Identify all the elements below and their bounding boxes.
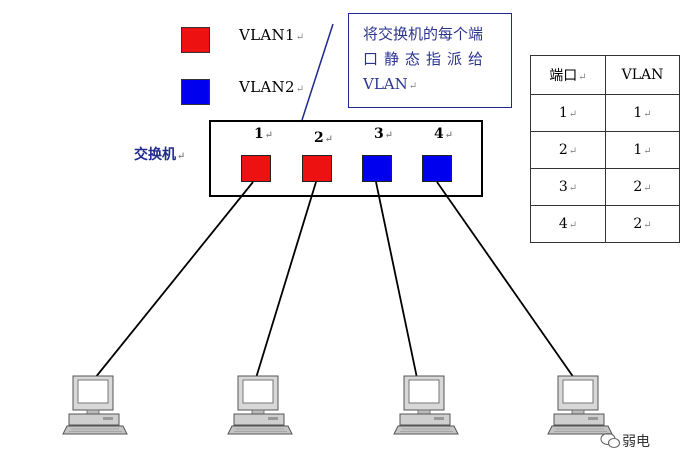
callout-pointer-line bbox=[301, 23, 334, 121]
table-cell-port: 4↵ bbox=[530, 205, 606, 243]
switch-port-3 bbox=[362, 155, 392, 182]
switch-box bbox=[209, 120, 483, 197]
table-cell-vlan: 2↵ bbox=[605, 168, 680, 206]
table-header-port: 端口↵ bbox=[530, 55, 606, 95]
callout-line-2: 口静态指派给 bbox=[363, 50, 490, 68]
table-row: 4↵ 2↵ bbox=[530, 205, 680, 243]
desktop-computer-icon bbox=[547, 375, 613, 435]
table-cell-port: 1↵ bbox=[530, 94, 606, 132]
cable-port-3 bbox=[375, 181, 418, 379]
table-cell-port: 3↵ bbox=[530, 168, 606, 206]
vlan2-legend-swatch bbox=[181, 79, 210, 105]
callout-box: 将交换机的每个端 口静态指派给 VLAN↵ bbox=[348, 13, 512, 108]
table-row: 1↵ 1↵ bbox=[530, 94, 680, 132]
table-cell-vlan: 2↵ bbox=[605, 205, 680, 243]
wechat-icon bbox=[600, 432, 621, 449]
table-cell-port: 2↵ bbox=[530, 131, 606, 169]
vlan1-legend-label: VLAN1↵ bbox=[239, 26, 305, 44]
port-number-1: 1↵ bbox=[254, 126, 274, 142]
table-header-row: 端口↵ VLAN bbox=[530, 55, 680, 95]
watermark-text: 弱电 bbox=[622, 434, 650, 450]
cable-port-2 bbox=[255, 181, 317, 379]
table-header-vlan: VLAN bbox=[605, 55, 680, 95]
desktop-computer-icon bbox=[393, 375, 459, 435]
cable-port-4 bbox=[436, 181, 575, 379]
vlan2-legend-label: VLAN2↵ bbox=[239, 78, 305, 96]
desktop-computer-icon bbox=[227, 375, 293, 435]
port-number-4: 4↵ bbox=[434, 126, 454, 142]
callout-line-3: VLAN↵ bbox=[363, 75, 418, 93]
callout-line-1: 将交换机的每个端 bbox=[363, 25, 484, 43]
vlan1-legend-swatch bbox=[181, 27, 210, 53]
port-vlan-table: 端口↵ VLAN 1↵ 1↵ 2↵ 1↵ 3↵ 2↵ 4↵ 2↵ bbox=[530, 55, 680, 243]
port-number-2: 2↵ bbox=[314, 130, 334, 146]
table-row: 3↵ 2↵ bbox=[530, 168, 680, 206]
port-number-3: 3↵ bbox=[374, 126, 394, 142]
table-cell-vlan: 1↵ bbox=[605, 94, 680, 132]
switch-label: 交换机↵ bbox=[134, 147, 186, 163]
cable-port-1 bbox=[94, 181, 254, 379]
switch-port-2 bbox=[302, 155, 332, 182]
table-cell-vlan: 1↵ bbox=[605, 131, 680, 169]
table-row: 2↵ 1↵ bbox=[530, 131, 680, 169]
desktop-computer-icon bbox=[62, 375, 128, 435]
switch-port-1 bbox=[241, 155, 271, 182]
switch-port-4 bbox=[422, 155, 452, 182]
